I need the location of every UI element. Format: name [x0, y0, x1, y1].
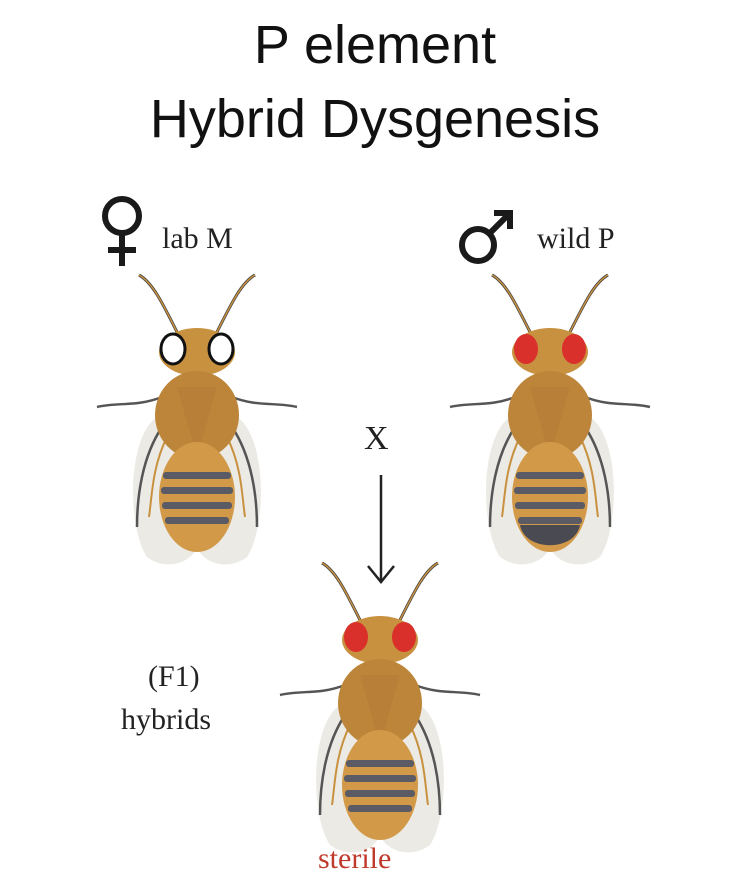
male-parent-label: wild P	[537, 222, 615, 255]
venus-icon	[102, 196, 142, 266]
female-fly-illustration	[95, 273, 299, 566]
title-line-1: P element	[253, 15, 497, 75]
mars-icon	[459, 210, 513, 264]
f1-hybrid-fly-illustration	[278, 561, 482, 854]
female-parent-label: lab M	[162, 222, 233, 255]
title-line-2: Hybrid Dysgenesis	[149, 89, 601, 149]
f1-label-line-1: (F1)	[148, 660, 200, 693]
f1-label-line-2: hybrids	[121, 703, 211, 736]
cross-symbol: X	[364, 420, 389, 457]
male-fly-illustration	[448, 273, 652, 566]
down-arrow-icon	[367, 475, 395, 584]
